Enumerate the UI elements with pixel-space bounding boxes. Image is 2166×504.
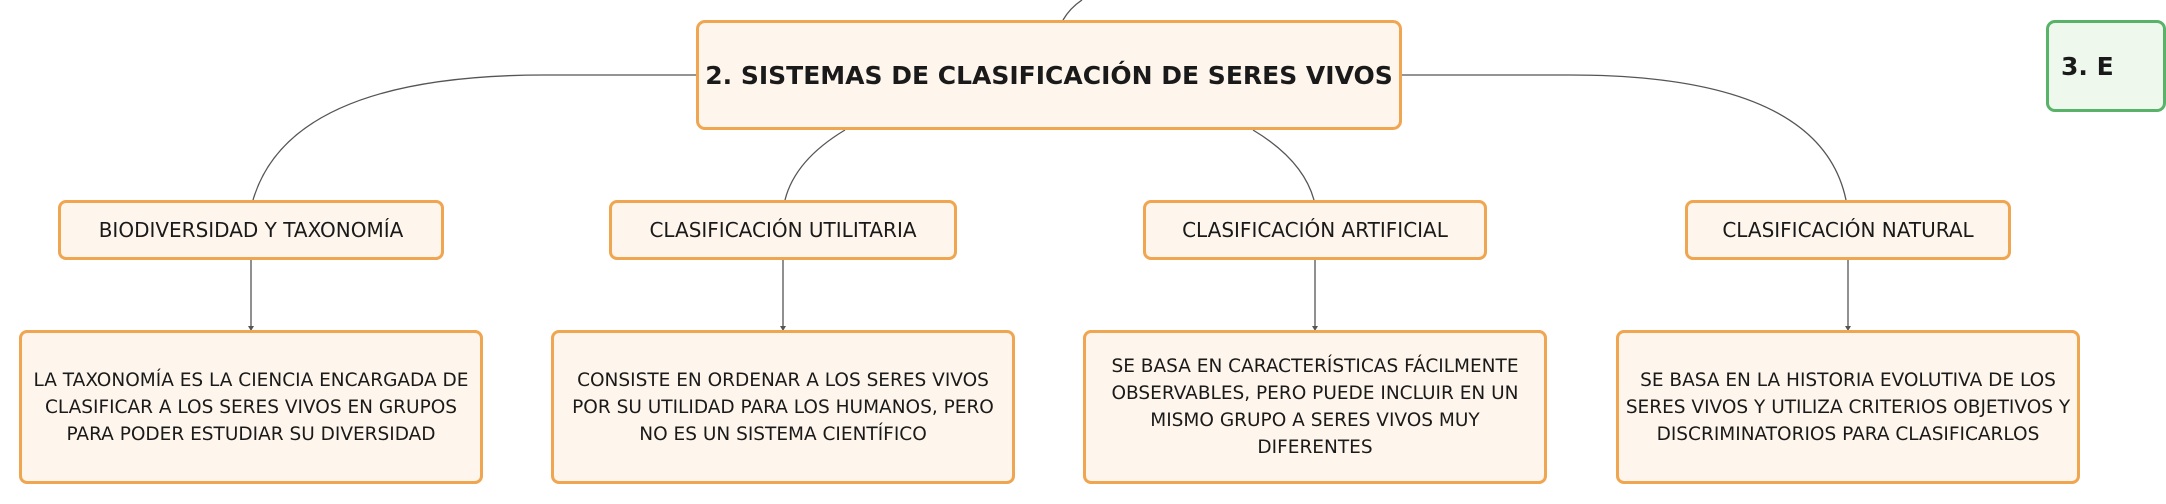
next-topic-node[interactable]: 3. E	[2046, 20, 2166, 112]
branch-artificial-node[interactable]: CLASIFICACIÓN ARTIFICIAL	[1143, 200, 1487, 260]
branch-utilitaria-node[interactable]: CLASIFICACIÓN UTILITARIA	[609, 200, 957, 260]
branch-taxonomia-title: BIODIVERSIDAD Y TAXONOMÍA	[98, 218, 404, 242]
connector-lines	[248, 0, 1851, 331]
branch-artificial-description[interactable]: SE BASA EN CARACTERÍSTICAS FÁCILMENTE OB…	[1083, 330, 1547, 484]
arrowhead-utilitaria	[780, 326, 786, 331]
arrowhead-taxonomia	[248, 326, 254, 331]
arrowhead-artificial	[1312, 326, 1318, 331]
connector-main-to-utilitaria	[784, 129, 846, 201]
branch-natural-description[interactable]: SE BASA EN LA HISTORIA EVOLUTIVA DE LOS …	[1616, 330, 2080, 484]
branch-artificial-title: CLASIFICACIÓN ARTIFICIAL	[1182, 218, 1448, 242]
branch-natural-node[interactable]: CLASIFICACIÓN NATURAL	[1685, 200, 2011, 260]
branch-natural-title: CLASIFICACIÓN NATURAL	[1722, 218, 1974, 242]
connector-main-to-artificial	[1252, 129, 1315, 201]
branch-utilitaria-description[interactable]: CONSISTE EN ORDENAR A LOS SERES VIVOS PO…	[551, 330, 1015, 484]
branch-taxonomia-description[interactable]: LA TAXONOMÍA ES LA CIENCIA ENCARGADA DE …	[19, 330, 483, 484]
branch-taxonomia-description-text: LA TAXONOMÍA ES LA CIENCIA ENCARGADA DE …	[33, 369, 469, 445]
next-topic-label: 3. E	[2061, 51, 2114, 81]
arrowhead-natural	[1845, 326, 1851, 331]
branch-utilitaria-description-text: CONSISTE EN ORDENAR A LOS SERES VIVOS PO…	[572, 369, 994, 445]
main-topic-label: 2. SISTEMAS DE CLASIFICACIÓN DE SERES VI…	[705, 60, 1393, 90]
branch-utilitaria-title: CLASIFICACIÓN UTILITARIA	[649, 218, 917, 242]
main-topic-node[interactable]: 2. SISTEMAS DE CLASIFICACIÓN DE SERES VI…	[696, 20, 1402, 130]
connector-main-to-parent	[1062, 0, 1083, 21]
branch-natural-description-text: SE BASA EN LA HISTORIA EVOLUTIVA DE LOS …	[1625, 369, 2071, 445]
connector-main-to-taxonomia	[252, 74, 696, 201]
branch-taxonomia-node[interactable]: BIODIVERSIDAD Y TAXONOMÍA	[58, 200, 444, 260]
branch-artificial-description-text: SE BASA EN CARACTERÍSTICAS FÁCILMENTE OB…	[1111, 356, 1519, 458]
connector-main-to-natural	[1402, 74, 1847, 201]
